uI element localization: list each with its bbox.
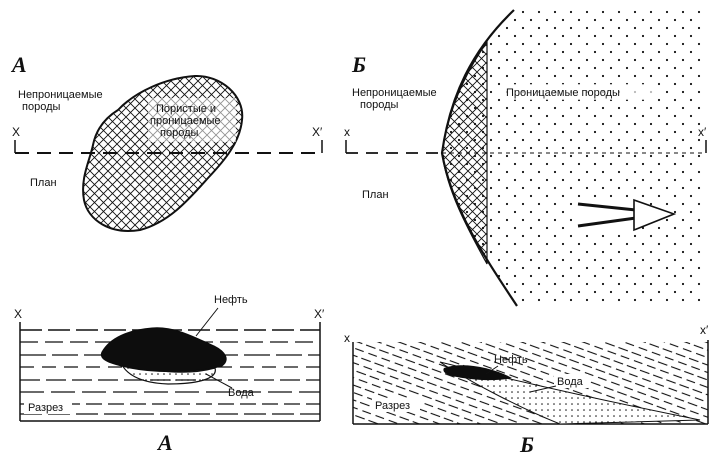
panel-b-water-label: Вода [557, 376, 584, 388]
panel-a-porous-label-2: проницаемые [150, 115, 221, 127]
panel-a-axis-x-prime: X′ [312, 125, 323, 139]
panel-a-caption: А [156, 430, 173, 455]
panel-a-oil-leader [195, 307, 219, 337]
panel-b-oil-label: Нефть [494, 354, 528, 366]
panel-a-oil-body [100, 327, 227, 373]
panel-b-oil-body [443, 365, 512, 381]
panel-a-section-x: X [14, 307, 22, 321]
panel-a-letter: А [10, 52, 27, 77]
panel-a-water-label: Вода [228, 387, 255, 399]
panel-a-oil-label: Нефть [214, 294, 248, 306]
panel-b-caption: Б [519, 432, 534, 457]
panel-a-impermeable-label-2: породы [22, 101, 60, 113]
panel-b-reservoir-dots [440, 362, 700, 424]
panel-b-permeable-label: Проницаемые породы [506, 87, 620, 99]
panel-a-porous-label-1: Пористые и [156, 103, 216, 115]
panel-b-section-label-bg [372, 398, 420, 412]
panel-a-section-label: Разрез [28, 402, 63, 414]
panel-a-impermeable-label-1: Непроницаемые [18, 89, 103, 101]
panel-b-permeable-label-bg [502, 84, 652, 100]
panel-b-water-leader [529, 385, 557, 393]
panel-b-migration-arrow [572, 198, 677, 232]
panel-b-oil-leader [485, 365, 499, 375]
panel-a-porous-label-bg [148, 98, 236, 142]
panel-b-axis-x: x [344, 125, 350, 139]
panel-b-section-x: x [344, 331, 350, 345]
panel-a-section-x-prime: X′ [314, 307, 325, 321]
panel-b-impermeable-label-2: породы [360, 99, 398, 111]
panel-a-section-label-bg [24, 400, 72, 414]
panel-b-letter: Б [351, 52, 366, 77]
panel-b-impermeable-label-1: Непроницаемые [352, 87, 437, 99]
panel-b-section-x-prime: x′ [700, 323, 709, 337]
panel-a-water-leader [205, 373, 233, 389]
panel-a-axis-x: X [12, 125, 20, 139]
panel-a-porous-label-3: породы [160, 127, 198, 139]
panel-b-plan-label: План [362, 189, 389, 201]
panel-b-section-label: Разрез [375, 400, 410, 412]
panel-b-axis-x-prime: x′ [698, 125, 707, 139]
panel-a-plan-label: План [30, 177, 57, 189]
panel-b-water-label-bg [554, 374, 588, 388]
